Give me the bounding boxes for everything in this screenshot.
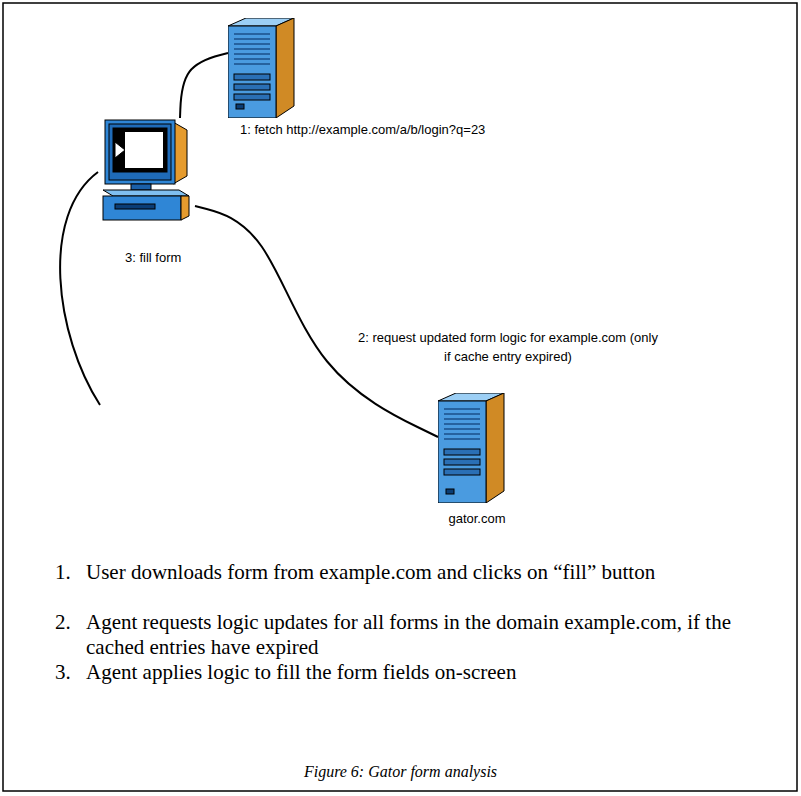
- server-vent: [234, 58, 270, 60]
- server-vent: [444, 418, 480, 420]
- drive-bay: [444, 449, 480, 455]
- drive-bay: [234, 94, 270, 100]
- server-vent: [234, 43, 270, 45]
- server-front: [438, 401, 486, 503]
- base-side: [181, 196, 189, 220]
- server-vent: [444, 428, 480, 430]
- monitor-bezel: [109, 124, 171, 180]
- fill-loop-line: [60, 172, 100, 405]
- server-side: [486, 393, 504, 503]
- server-vent: [234, 33, 270, 35]
- server-computer: [228, 18, 306, 118]
- server-vent: [444, 438, 480, 440]
- computer-icon: [95, 118, 195, 228]
- connector-curve: [195, 206, 438, 437]
- server-front: [228, 26, 276, 118]
- node-label: gator.com: [446, 509, 507, 528]
- list-number: 1.: [55, 560, 71, 585]
- server-vent: [444, 408, 480, 410]
- server-vent: [444, 413, 480, 415]
- computer-icon: [228, 18, 306, 118]
- screen-window: [125, 132, 163, 168]
- drive-bay: [234, 74, 270, 80]
- monitor-screen: [113, 128, 167, 172]
- list-number: 3.: [55, 660, 71, 685]
- server-vent: [234, 48, 270, 50]
- base-top: [103, 190, 189, 196]
- drive-bay: [234, 84, 270, 90]
- figure-caption: Figure 6: Gator form analysis: [0, 762, 801, 782]
- list-number: 2.: [55, 610, 71, 635]
- monitor-neck: [131, 184, 151, 190]
- power-light: [446, 489, 454, 494]
- screen-pointer: [115, 142, 125, 158]
- server-vent: [234, 63, 270, 65]
- server-vent: [444, 423, 480, 425]
- server-vent: [444, 433, 480, 435]
- power-light: [236, 104, 244, 109]
- server-computer: gator.com: [438, 393, 516, 503]
- drive-slot: [115, 204, 155, 209]
- drive-bay: [444, 469, 480, 475]
- connector-curve: [180, 53, 228, 118]
- server-vent: [234, 53, 270, 55]
- server-vent: [234, 38, 270, 40]
- step-label: 3: fill form: [123, 248, 183, 267]
- list-item: Agent applies logic to fill the form fie…: [86, 660, 746, 685]
- monitor-front: [105, 120, 175, 184]
- server-side: [276, 18, 294, 118]
- drive-bay: [444, 459, 480, 465]
- base-front: [103, 196, 181, 220]
- edge-label: 1: fetch http://example.com/a/b/login?q=…: [238, 120, 487, 139]
- list-item: User downloads form from example.com and…: [86, 560, 746, 585]
- client-computer: [95, 118, 195, 228]
- computer-icon: [438, 393, 516, 503]
- edge-label: 2: request updated form logic for exampl…: [356, 328, 660, 366]
- frame-border: [3, 3, 797, 791]
- list-item: Agent requests logic updates for all for…: [86, 610, 746, 660]
